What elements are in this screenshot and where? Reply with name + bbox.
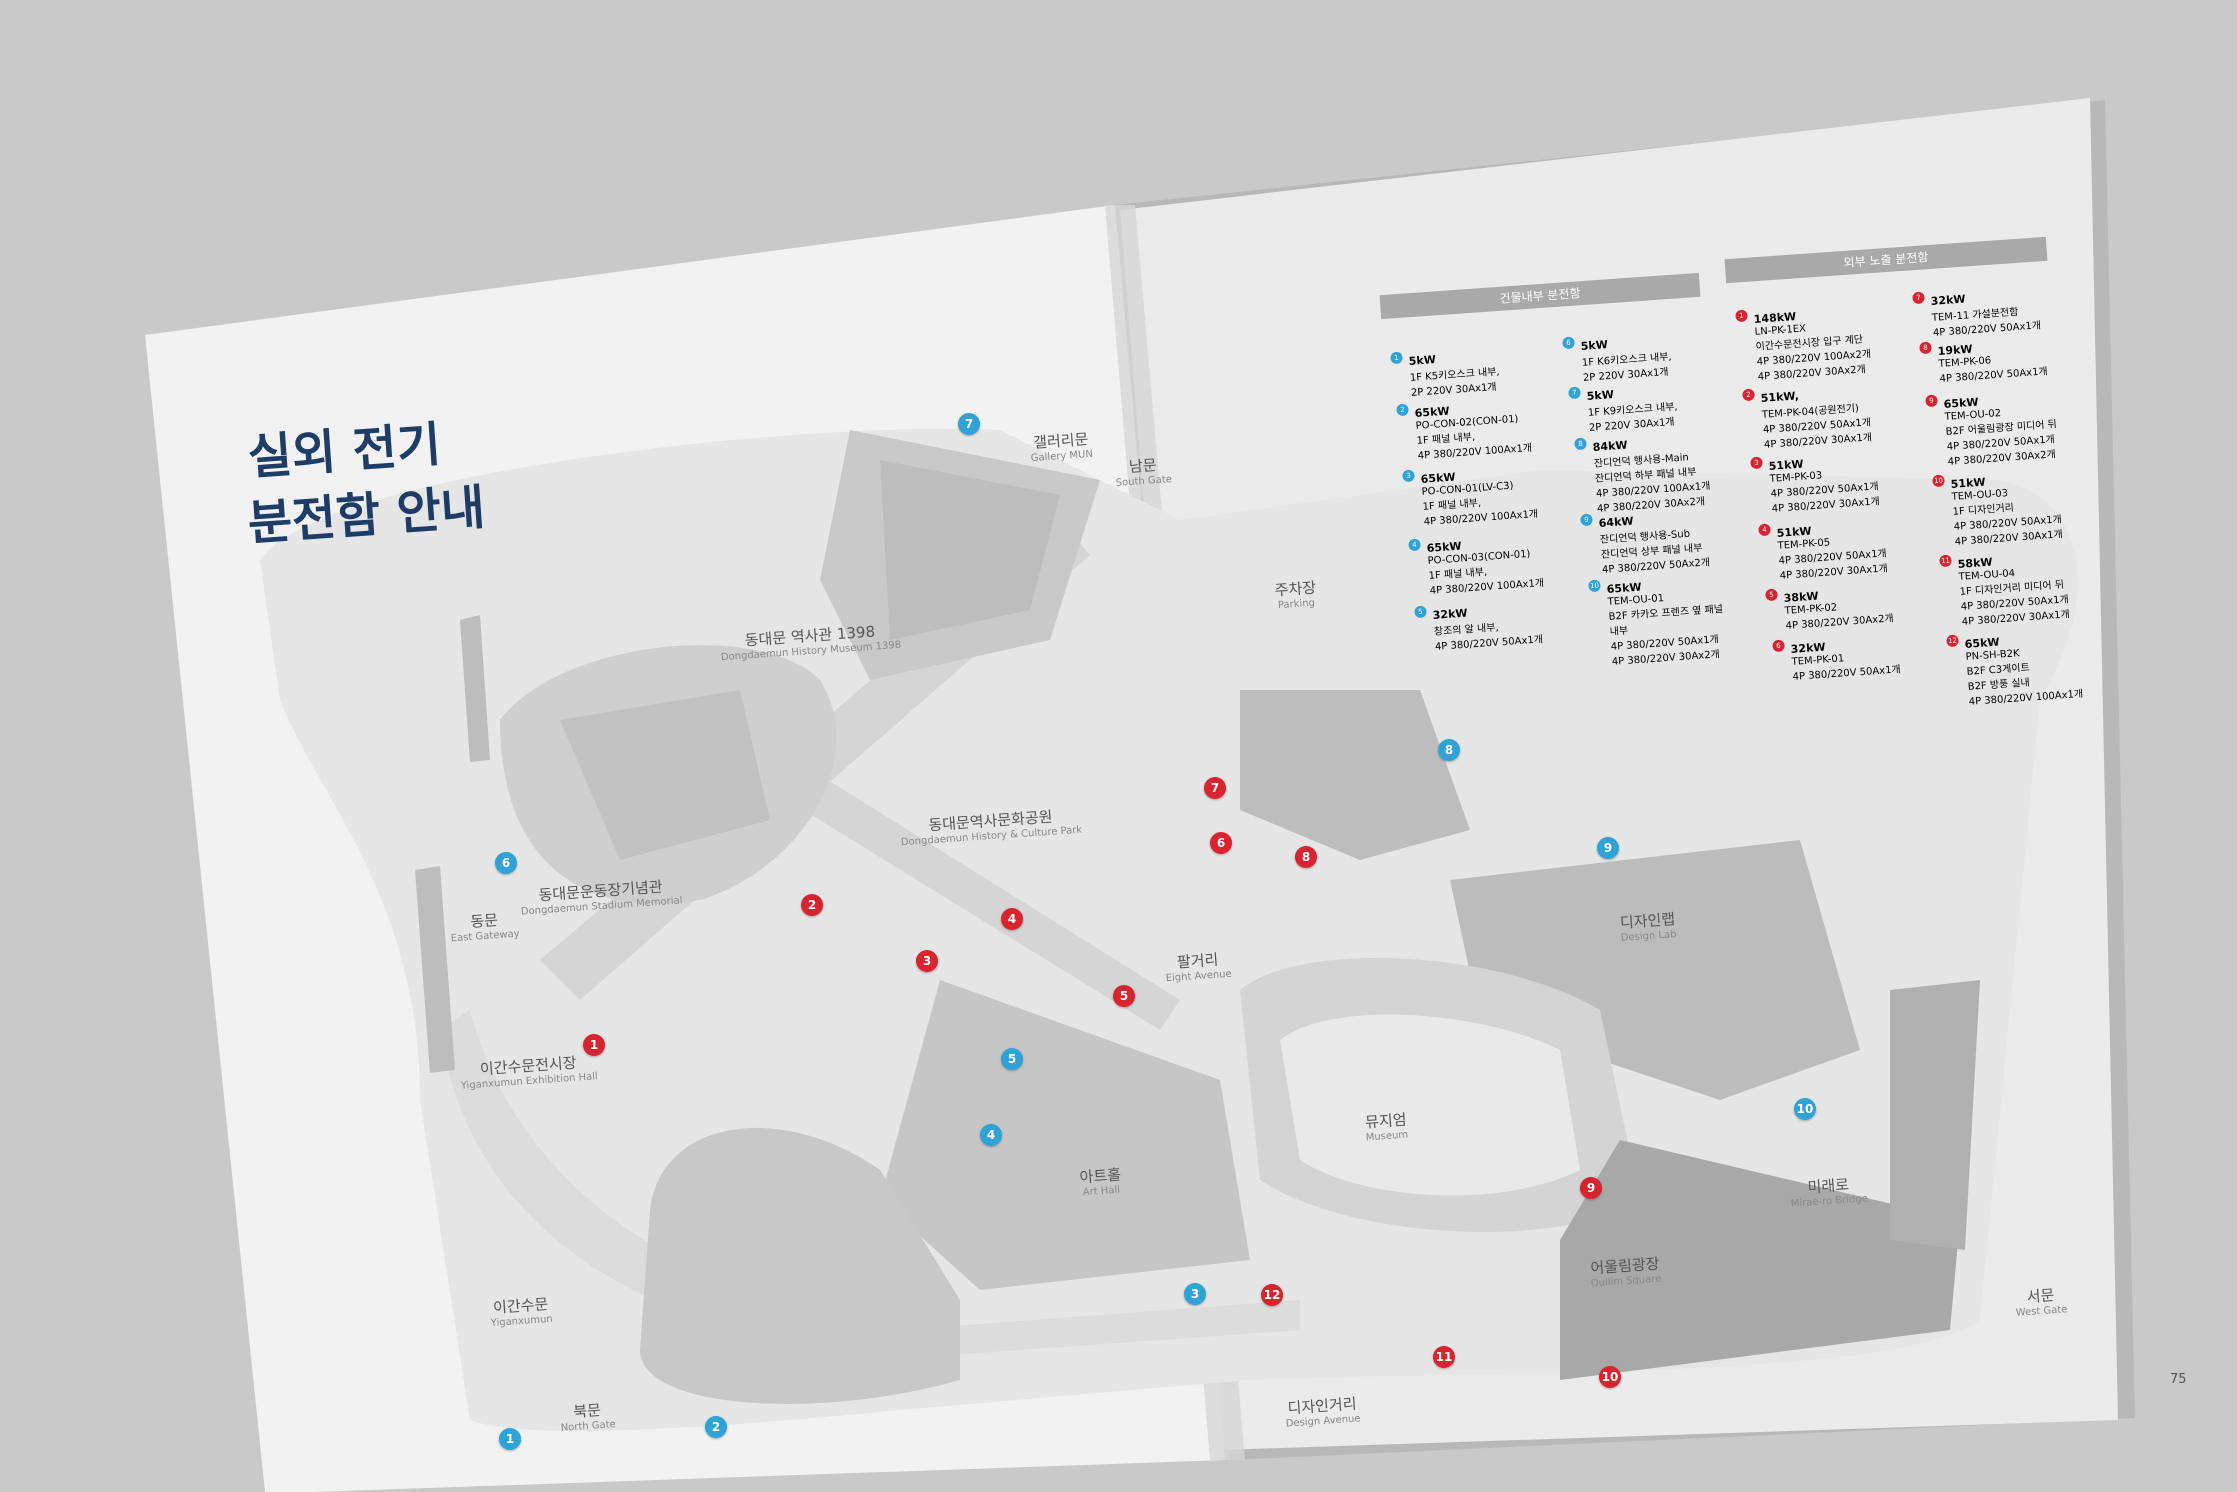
legend-kw: 65kW: [1606, 580, 1642, 596]
blue-marker-3[interactable]: 3: [1184, 1283, 1206, 1305]
legend-kw: 65kW: [1943, 395, 1979, 411]
red-marker-5[interactable]: 5: [1113, 985, 1135, 1007]
legend-outdoor-4: 4 51kW TEM-PK-05 4P 380/220V 50Ax1개 4P 3…: [1758, 510, 1955, 582]
legend-kw: 5kW: [1586, 388, 1615, 403]
blue-marker-10[interactable]: 10: [1794, 1098, 1816, 1120]
blue-marker-5[interactable]: 5: [1001, 1048, 1023, 1070]
legend-kw: 65kW: [1964, 635, 2000, 651]
red-marker-11[interactable]: 11: [1433, 1346, 1455, 1368]
legend-kw: 58kW: [1957, 555, 1993, 571]
blue-marker-7[interactable]: 7: [958, 413, 980, 435]
legend-kw: 65kW: [1426, 539, 1462, 555]
legend-outdoor-2: 2 51kW, TEM-PK-04(공원전기) 4P 380/220V 50Ax…: [1742, 375, 1939, 451]
legend-outdoor-10: 10 51kW TEM-OU-03 1F 디자인거리 4P 380/220V 5…: [1932, 461, 2130, 548]
legend-kw: 51kW: [1768, 457, 1804, 473]
legend-kw: 51kW,: [1760, 389, 1800, 405]
legend-outdoor-12: 12 65kW PN-SH-B2K B2F C3게이트 B2F 방풍 실내 4P…: [1946, 621, 2144, 708]
blue-marker-8[interactable]: 8: [1438, 739, 1460, 761]
legend-outdoor-9: 9 65kW TEM-OU-02 B2F 어울림광장 미디어 뒤 4P 380/…: [1925, 381, 2123, 468]
red-marker-8[interactable]: 8: [1295, 846, 1317, 868]
legend-kw: 32kW: [1930, 292, 1966, 308]
red-marker-4[interactable]: 4: [1001, 908, 1023, 930]
legend-kw: 32kW: [1790, 640, 1826, 656]
blue-marker-2[interactable]: 2: [705, 1416, 727, 1438]
page-number: 75: [2170, 1372, 2187, 1387]
legend-kw: 5kW: [1580, 338, 1609, 353]
red-marker-9[interactable]: 9: [1580, 1177, 1602, 1199]
legend-kw: 65kW: [1414, 404, 1450, 420]
red-marker-3[interactable]: 3: [916, 950, 938, 972]
red-marker-12[interactable]: 12: [1261, 1284, 1283, 1306]
blue-marker-6[interactable]: 6: [495, 852, 517, 874]
legend-kw: 64kW: [1598, 514, 1634, 530]
legend-kw: 84kW: [1592, 438, 1628, 454]
legend-outdoor-3: 3 51kW TEM-PK-03 4P 380/220V 50Ax1개 4P 3…: [1750, 443, 1947, 515]
legend-indoor-10: 10 65kW TEM-OU-01 B2F 카카오 프렌즈 옆 패널 내부 4P…: [1588, 566, 1787, 668]
legend-indoor-3: 3 65kW PO-CON-01(LV-C3) 1F 패널 내부, 4P 380…: [1402, 456, 1599, 528]
red-marker-7[interactable]: 7: [1204, 777, 1226, 799]
page-title: 실외 전기 분전함 안내: [246, 417, 487, 557]
legend-kw: 19kW: [1937, 342, 1973, 358]
blue-marker-1[interactable]: 1: [499, 1428, 521, 1450]
legend-indoor-2: 2 65kW PO-CON-02(CON-01) 1F 패널 내부, 4P 38…: [1396, 390, 1593, 462]
red-marker-10[interactable]: 10: [1599, 1366, 1621, 1388]
red-marker-1[interactable]: 1: [583, 1034, 605, 1056]
legend-indoor-4: 4 65kW PO-CON-03(CON-01) 1F 패널 내부, 4P 38…: [1408, 525, 1605, 597]
legend-kw: 5kW: [1408, 353, 1437, 368]
legend-kw: 65kW: [1420, 470, 1456, 486]
red-marker-6[interactable]: 6: [1210, 832, 1232, 854]
legend-outdoor-11: 11 58kW TEM-OU-04 1F 디자인거리 미디어 뒤 4P 380/…: [1939, 541, 2137, 628]
legend-kw: 51kW: [1776, 524, 1812, 540]
legend-kw: 32kW: [1432, 606, 1468, 622]
red-marker-2[interactable]: 2: [801, 894, 823, 916]
legend-kw: 38kW: [1783, 589, 1819, 605]
blue-marker-9[interactable]: 9: [1597, 837, 1619, 859]
legend-indoor-9: 9 64kW 잔디언덕 행사용-Sub 잔디언덕 상부 패널 내부 4P 380…: [1580, 500, 1777, 576]
blue-marker-4[interactable]: 4: [980, 1124, 1002, 1146]
legend-outdoor-1: 1 148kW LN-PK-1EX 이간수문전시장 입구 계단 4P 380/2…: [1735, 296, 1933, 383]
legend-kw: 51kW: [1950, 475, 1986, 491]
